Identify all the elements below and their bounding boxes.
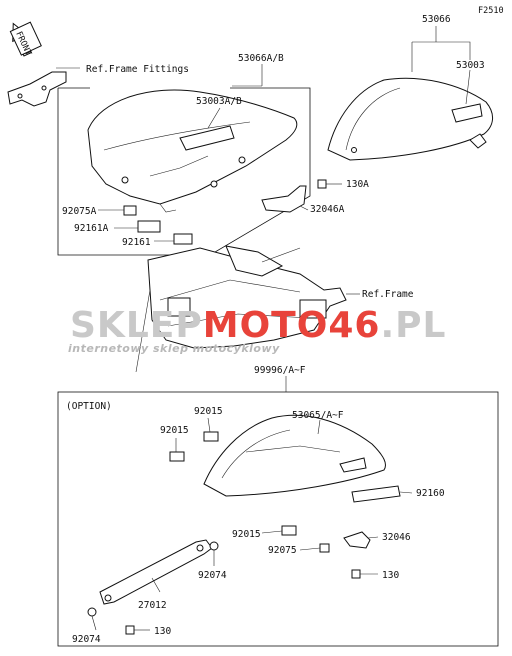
label-option: (OPTION): [66, 401, 112, 412]
watermark: SKLEPMOTO46.PL internetowy sklep motocyk…: [68, 305, 446, 355]
label-53003: 53003: [456, 60, 485, 71]
label-32046: 32046: [382, 532, 411, 543]
part-92074-left: [87, 607, 97, 617]
label-99996af: 99996/A~F: [254, 365, 306, 376]
label-130-bottom: 130: [154, 626, 171, 637]
seat-cowl-53066: [327, 77, 493, 161]
label-130a: 130A: [346, 179, 369, 190]
seat-53066ab: [87, 89, 298, 213]
label-53065af: 53065/A~F: [292, 410, 344, 421]
part-130-right-bolt: [351, 569, 378, 579]
part-92160: [351, 485, 401, 503]
label-92074-right: 92074: [198, 570, 227, 581]
figure-code: F2510: [478, 6, 504, 16]
part-130-bottom-bolt: [125, 625, 150, 635]
part-53065-cowl: [203, 414, 386, 497]
watermark-part1: SKLEP: [70, 305, 203, 346]
svg-text:SKLEPMOTO46.PL: SKLEPMOTO46.PL: [70, 305, 446, 346]
part-27012-bar: [99, 539, 213, 605]
seat-assembly-frame: [57, 87, 311, 256]
part-92075a: [123, 205, 137, 216]
front-arrow-icon: FRONT: [9, 21, 42, 57]
label-92161: 92161: [122, 237, 151, 248]
label-92161a: 92161A: [74, 223, 109, 234]
label-92075a: 92075A: [62, 206, 97, 217]
label-53066ab: 53066A/B: [238, 53, 284, 64]
part-92161a: [137, 220, 161, 233]
part-92161: [173, 233, 193, 245]
part-92015-bottom: [281, 525, 297, 536]
part-92015-left: [169, 451, 185, 462]
label-92074-left: 92074: [72, 634, 101, 645]
label-27012: 27012: [138, 600, 167, 611]
part-32046a: [261, 185, 307, 213]
frame-rear: [135, 245, 347, 373]
label-130-right: 130: [382, 570, 399, 581]
frame-fittings-bracket: [7, 67, 80, 107]
part-92075: [319, 543, 330, 553]
watermark-part3: .PL: [380, 305, 446, 346]
label-92015-top: 92015: [194, 406, 223, 417]
label-92015-left: 92015: [160, 425, 189, 436]
part-92074-right: [209, 541, 219, 551]
watermark-subtitle: internetowy sklep motocyklowy: [68, 342, 280, 355]
part-32046: [343, 531, 371, 549]
part-92015-top: [203, 431, 219, 442]
option-box: [57, 391, 499, 647]
label-ref-frame: Ref.Frame: [362, 289, 414, 300]
label-32046a: 32046A: [310, 204, 345, 215]
label-53066: 53066: [422, 14, 451, 25]
label-92075: 92075: [268, 545, 297, 556]
label-92015-bottom: 92015: [232, 529, 261, 540]
label-53003ab: 53003A/B: [196, 96, 242, 107]
watermark-part2: MOTO46: [203, 305, 381, 346]
label-92160: 92160: [416, 488, 445, 499]
part-130a-bolt: [317, 179, 342, 189]
label-ref-frame-fittings: Ref.Frame Fittings: [86, 64, 189, 75]
